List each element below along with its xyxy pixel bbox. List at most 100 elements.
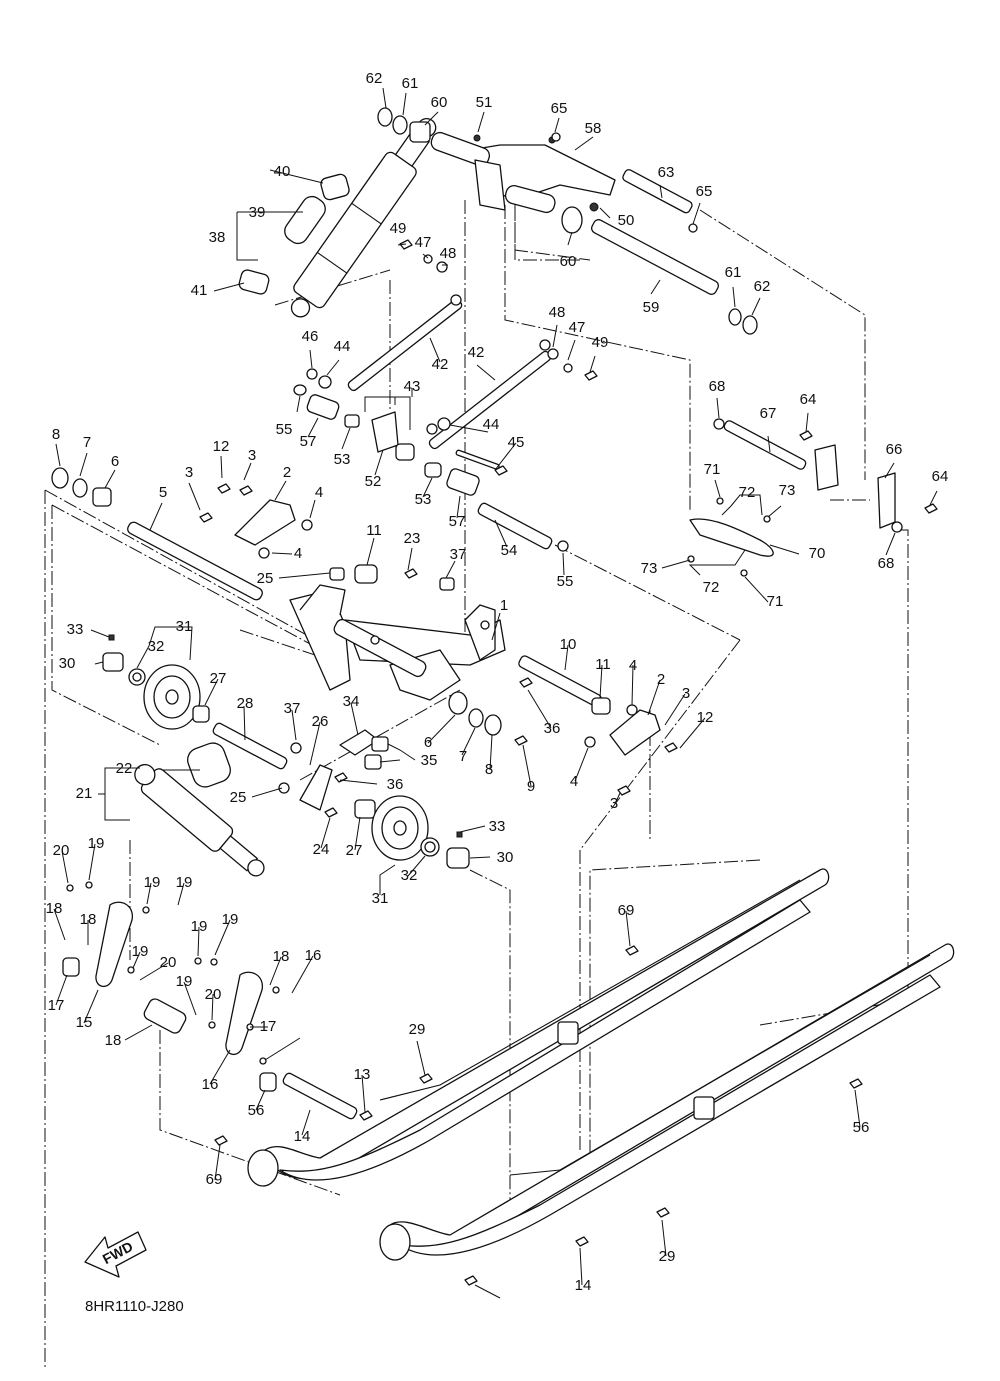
diagram-code: 8HR1110-J280 [85,1298,184,1315]
callout: 10 [560,636,577,653]
callout: 51 [476,94,493,111]
callout: 7 [459,748,467,765]
callout: 68 [709,378,726,395]
callout: 25 [257,570,274,587]
callout: 60 [560,253,577,270]
callout: 55 [557,573,574,590]
callout: 64 [800,391,817,408]
callout: 42 [468,344,485,361]
callout: 37 [450,546,467,563]
callout: 44 [483,416,500,433]
fwd-arrow-icon: FWD [84,1231,147,1278]
callout: 38 [209,229,226,246]
callout: 21 [76,785,93,802]
rear-shock-assembly [238,117,437,318]
callout: 4 [629,657,637,674]
callout: 41 [191,282,208,299]
callout: 57 [300,433,317,450]
idler-wheel-lower [354,795,470,869]
callout: 14 [294,1128,311,1145]
callout: 13 [354,1066,371,1083]
callout: 19 [222,911,239,928]
callout: 20 [53,842,70,859]
callout: 35 [421,752,438,769]
callout: 11 [366,522,382,539]
callout: 17 [48,997,65,1014]
callout: 32 [401,867,418,884]
callout: 47 [415,234,432,251]
callout: 61 [402,75,419,92]
callout: 63 [658,164,675,181]
callout: 20 [160,954,177,971]
callout: 27 [346,842,363,859]
callout: 59 [643,299,660,316]
callout: 14 [575,1277,592,1294]
callout: 23 [404,530,421,547]
callout: 39 [249,204,266,221]
slide-rails [214,868,955,1286]
callout: 6 [424,734,432,751]
callout: 29 [659,1248,676,1265]
callout: 19 [88,835,105,852]
callout: 47 [569,319,586,336]
callout: 55 [276,421,293,438]
callout: 54 [501,542,518,559]
callout: 18 [46,900,63,917]
callout: 65 [551,100,568,117]
callout: 49 [390,220,407,237]
callout: 19 [191,918,208,935]
callout: 53 [334,451,351,468]
axle-assembly [192,705,288,770]
callout: 43 [404,378,421,395]
callout: 17 [260,1018,277,1035]
callout: 65 [696,183,713,200]
upper-arm [430,131,616,234]
callout: 57 [449,513,466,530]
callout: 71 [704,461,721,478]
callout: 3 [682,685,690,702]
callout: 46 [302,328,319,345]
callout: 45 [508,434,525,451]
callout: 36 [387,776,404,793]
callout: 53 [415,491,432,508]
callout: 71 [767,593,784,610]
callout: 19 [176,973,193,990]
bushings-left [51,467,112,507]
callout: 48 [440,245,457,262]
callout: 16 [305,947,322,964]
callout: 29 [409,1021,426,1038]
callout: 20 [205,986,222,1003]
callout: 3 [610,795,618,812]
callout: 2 [657,671,665,688]
callout: 4 [294,545,302,562]
callout: 50 [618,212,635,229]
callout: 27 [210,670,227,687]
front-arm-assembly [127,521,506,701]
callout: 69 [206,1171,223,1188]
callout: 37 [284,700,301,717]
callout: 52 [365,473,382,490]
callout: 33 [67,621,84,638]
callout: 15 [76,1014,93,1031]
top-collars [377,107,431,143]
callout: 4 [315,484,323,501]
callout: 73 [641,560,658,577]
callout: 48 [549,304,566,321]
callout: 18 [273,948,290,965]
callout: 2 [283,464,291,481]
right-shaft-assembly [448,655,678,796]
lower-links [62,881,358,1120]
callout: 11 [595,656,611,673]
bracket-left [199,483,313,559]
callout: 12 [697,709,714,726]
callout: 66 [886,441,903,458]
callout: 58 [585,120,602,137]
callout: 34 [343,693,360,710]
link-hardware [293,239,598,552]
callout: 9 [527,778,535,795]
callout: 33 [489,818,506,835]
callout: 69 [618,902,635,919]
callout: 30 [59,655,76,672]
callout: 7 [83,434,91,451]
